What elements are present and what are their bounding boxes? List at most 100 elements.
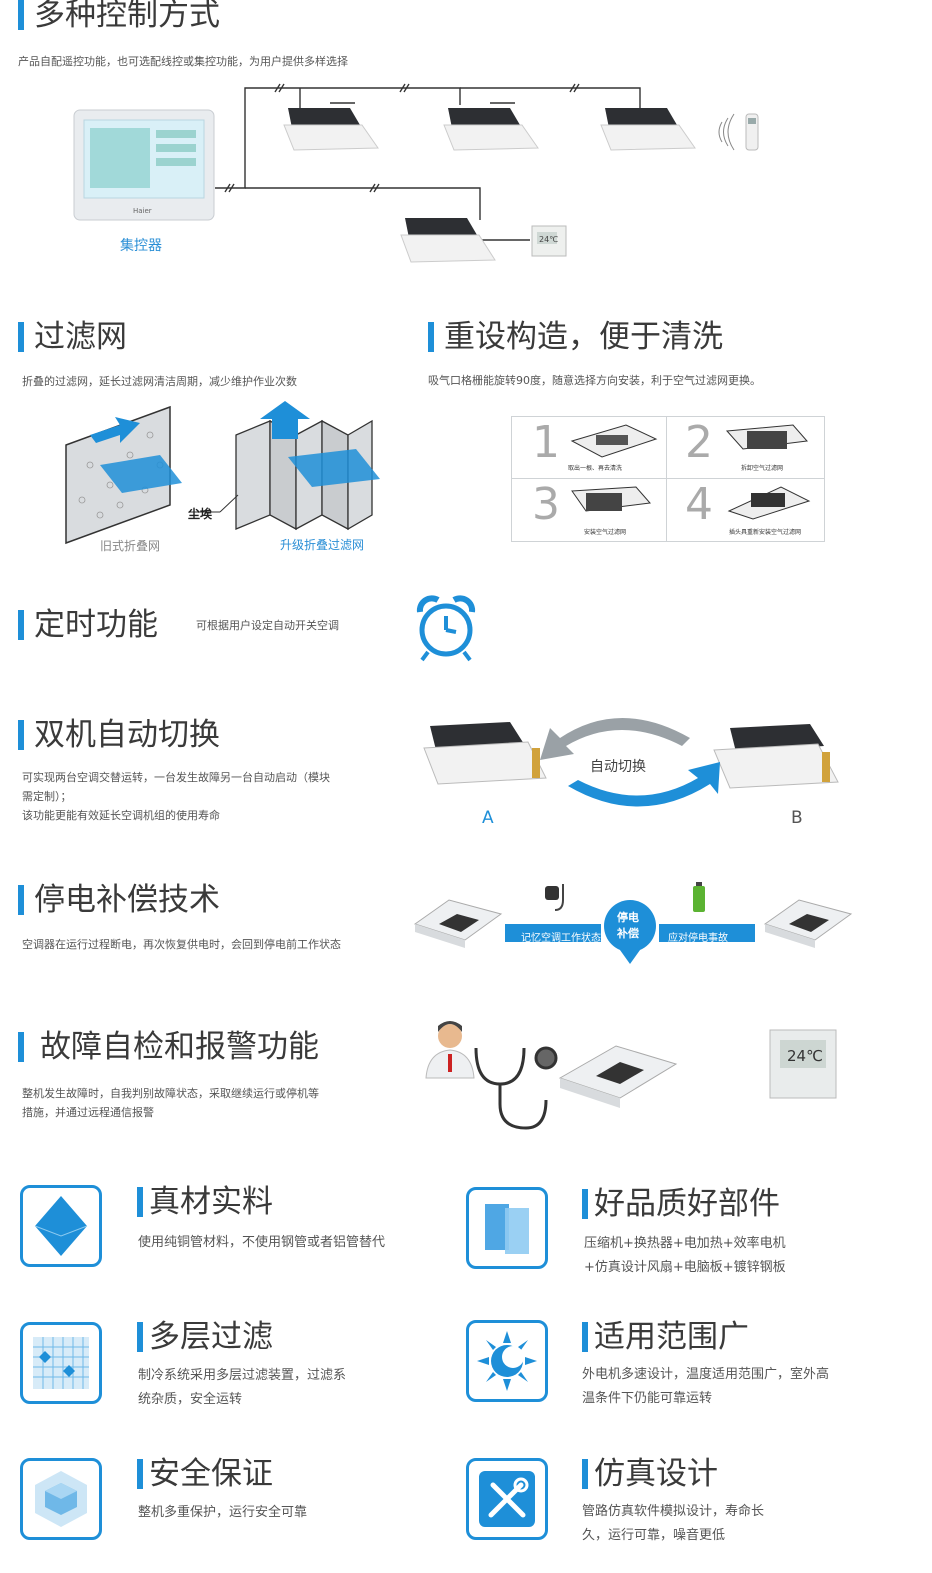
- feature-desc: 久，运行可靠，噪音更低: [582, 1528, 726, 1543]
- alarm-panel-display: 24℃: [787, 1047, 823, 1065]
- section-desc-fault-1: 整机发生故障时，自我判别故障状态，采取继续运行或停机等: [22, 1087, 319, 1100]
- section-desc-power: 空调器在运行过程断电，再次恢复供电时，会回到停电前工作状态: [22, 938, 341, 951]
- auto-switch-label: 自动切换: [590, 759, 646, 775]
- title-accent-bar: [582, 1322, 588, 1352]
- unit-a-icon: [423, 722, 547, 785]
- feature-desc: 温条件下仍能可靠运转: [582, 1391, 713, 1406]
- old-filter-label: 旧式折叠网: [100, 539, 161, 553]
- steps-grid: 1 取出一根、再去清洗 2 拆卸空气过滤网 3 安装空气过滤网 4 插头具重新安…: [511, 416, 825, 542]
- tools-icon: [479, 1471, 535, 1527]
- section-title-control: 多种控制方式: [18, 0, 220, 34]
- feature-desc: 压缩机+换热器+电加热+效率电机: [584, 1236, 786, 1251]
- feature-desc: 管路仿真软件模拟设计，寿命长: [582, 1504, 765, 1519]
- cassette-unit-4-icon: [400, 218, 496, 263]
- title-text: 好品质好部件: [594, 1186, 780, 1222]
- diamond-icon: [34, 1196, 88, 1256]
- feature-icon-box: [20, 1185, 102, 1267]
- stethoscope-icon: [474, 1046, 558, 1130]
- section-desc-switch-3: 该功能更能有效延长空调机组的使用寿命: [22, 809, 220, 822]
- title-text: 真材实料: [149, 1184, 273, 1220]
- battery-icon: [693, 882, 705, 912]
- filter-removal-icon: [725, 424, 808, 450]
- title-text: 多层过滤: [149, 1319, 273, 1355]
- unit-b-label: B: [791, 808, 803, 828]
- feature-title: 安全保证: [137, 1455, 273, 1493]
- feature-title: 适用范围广: [582, 1318, 749, 1356]
- title-accent-bar: [18, 0, 24, 30]
- step-caption: 插头具重新安装空气过滤网: [729, 529, 802, 536]
- title-text: 故障自检和报警功能: [40, 1029, 319, 1065]
- unit-b-icon: [713, 724, 839, 789]
- feature-icon-box: [466, 1458, 548, 1540]
- title-accent-bar: [18, 885, 24, 915]
- left-unit-icon: [413, 899, 503, 948]
- step-number: 4: [685, 479, 713, 530]
- step-4: 4 插头具重新安装空气过滤网: [667, 479, 824, 541]
- wire-controller-icon: [531, 225, 567, 257]
- new-filter-label: 升级折叠过滤网: [280, 538, 365, 552]
- title-accent-bar: [428, 322, 434, 352]
- central-controller-icon: [73, 109, 215, 221]
- step-3: 3 安装空气过滤网: [512, 479, 667, 541]
- feature-icon-box: [466, 1187, 548, 1269]
- section-desc-timer: 可根据用户设定自动开关空调: [196, 619, 339, 632]
- feature-desc: 统杂质，安全运转: [138, 1392, 243, 1407]
- step-number: 3: [532, 479, 560, 530]
- controller-label: 集控器: [120, 238, 162, 254]
- auto-switch-illustration: [423, 718, 839, 807]
- feature-desc: 使用纯铜管材料，不使用钢管或者铝管替代: [138, 1235, 386, 1250]
- section-title-fault: 故障自检和报警功能: [18, 1028, 319, 1066]
- section-desc-switch-2: 需定制）；: [22, 790, 72, 803]
- title-text: 过滤网: [34, 319, 127, 355]
- power-center-line2: 补偿: [617, 927, 639, 940]
- section-title-timer: 定时功能: [18, 606, 158, 644]
- title-accent-bar: [582, 1459, 588, 1489]
- section-desc-fault-2: 措施，并通过远程通信报警: [22, 1106, 154, 1119]
- step-caption: 拆卸空气过滤网: [741, 465, 784, 472]
- title-accent-bar: [18, 610, 24, 640]
- feature-desc: 外电机多速设计，温度适用范围广，室外高: [582, 1367, 830, 1382]
- filter-illustration: [65, 401, 380, 545]
- title-text: 停电补偿技术: [34, 882, 220, 918]
- title-text: 安全保证: [149, 1456, 273, 1492]
- doctor-icon: [425, 1021, 475, 1079]
- step-2: 2 拆卸空气过滤网: [667, 417, 824, 479]
- title-accent-bar: [137, 1187, 143, 1217]
- feature-icon-box: [466, 1320, 548, 1402]
- cassette-unit-2-icon: [443, 108, 539, 151]
- feature-icon-box: [20, 1458, 102, 1540]
- power-compensation-illustration: [413, 882, 853, 964]
- plug-icon: [545, 884, 564, 911]
- power-right-tag: 应对停电事故: [668, 933, 728, 944]
- title-accent-bar: [582, 1189, 588, 1219]
- controller-brand: Haier: [133, 207, 152, 215]
- feature-title: 好品质好部件: [582, 1185, 780, 1223]
- title-accent-bar: [137, 1322, 143, 1352]
- alarm-clock-icon: [416, 595, 476, 662]
- cassette-unit-3-icon: [600, 108, 696, 151]
- section-title-power: 停电补偿技术: [18, 881, 220, 919]
- feature-title: 真材实料: [137, 1183, 273, 1221]
- feature-desc: 制冷系统采用多层过滤装置，过滤系: [138, 1368, 347, 1383]
- feature-desc: 整机多重保护，运行安全可靠: [138, 1505, 308, 1520]
- unit-a-label: A: [482, 808, 494, 828]
- section-desc-filter: 折叠的过滤网，延长过滤网清洁周期，减少维护作业次数: [22, 375, 297, 388]
- feature-title: 多层过滤: [137, 1318, 273, 1356]
- alarm-panel-icon: [769, 1029, 837, 1099]
- title-accent-bar: [18, 322, 24, 352]
- filter-grid-icon: [33, 1337, 89, 1389]
- feature-title: 仿真设计: [582, 1455, 718, 1493]
- section-title-filter: 过滤网: [18, 318, 127, 356]
- step-caption: 取出一根、再去清洗: [568, 465, 623, 472]
- filter-reattach-icon: [727, 486, 811, 520]
- diagnosed-unit-icon: [558, 1045, 678, 1108]
- fault-check-illustration: [425, 1021, 837, 1130]
- ceiling-panel-icon: [570, 424, 658, 458]
- section-desc-switch-1: 可实现两台空调交替运转，一台发生故障另一台自动启动（模块: [22, 771, 330, 784]
- title-text: 重设构造，便于清洗: [444, 319, 723, 355]
- section-desc-structure: 吸气口格栅能旋转90度，随意选择方向安装，利于空气过滤网更换。: [428, 374, 761, 387]
- remote-control-icon: [718, 113, 759, 151]
- shield-cube-icon: [35, 1471, 87, 1527]
- wire-controller-display: 24℃: [539, 235, 559, 244]
- panels-icon: [485, 1204, 529, 1254]
